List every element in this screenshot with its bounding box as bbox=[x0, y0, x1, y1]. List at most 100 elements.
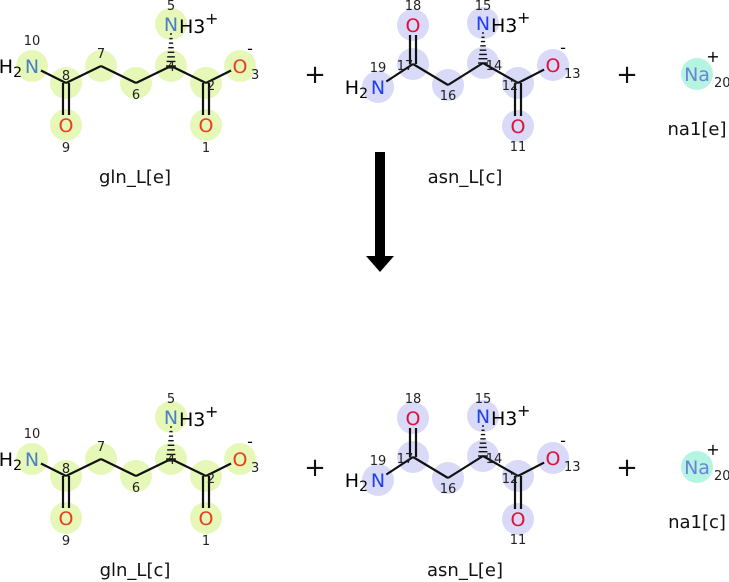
atom-highlight bbox=[502, 110, 534, 142]
plus-sign: + bbox=[304, 60, 326, 90]
single-bond bbox=[65, 65, 102, 84]
atom-N-label: N bbox=[371, 470, 385, 492]
atom-highlight bbox=[397, 402, 429, 434]
atom-number: 2 bbox=[207, 472, 215, 487]
atom-O-label: O bbox=[511, 509, 526, 531]
plus-sign: + bbox=[616, 453, 638, 483]
charge-label: + bbox=[205, 9, 218, 28]
single-bond bbox=[385, 456, 414, 476]
atom-highlight bbox=[467, 7, 499, 39]
atom-N-label: N bbox=[164, 407, 178, 429]
atom-number: 16 bbox=[440, 89, 457, 104]
atom-highlight bbox=[155, 8, 187, 40]
atom-N-label: N bbox=[476, 406, 490, 428]
atom-number: 4 bbox=[167, 60, 175, 75]
charge-label: - bbox=[560, 38, 566, 57]
atom-O-label: O bbox=[59, 508, 74, 530]
single-bond bbox=[205, 462, 232, 477]
atom-suffix: H3 bbox=[179, 16, 205, 38]
atom-number: 1 bbox=[202, 141, 210, 156]
atom-highlight bbox=[50, 109, 82, 141]
atom-number: 11 bbox=[510, 140, 527, 155]
compound-name: gln_L[e] bbox=[99, 167, 171, 188]
atom-number: 5 bbox=[167, 392, 175, 407]
atom-number: 17 bbox=[397, 59, 414, 74]
atom-number: 15 bbox=[475, 392, 492, 407]
atom-highlight bbox=[362, 71, 394, 103]
single-bond bbox=[135, 458, 172, 477]
single-bond bbox=[447, 62, 484, 86]
atom-number: 3 bbox=[251, 461, 259, 476]
single-bond bbox=[170, 65, 207, 84]
compound-name: na1[e] bbox=[667, 119, 726, 140]
atom-O-label: O bbox=[199, 508, 214, 530]
charge-label: - bbox=[247, 39, 253, 58]
single-bond bbox=[135, 65, 172, 84]
charge-label: - bbox=[247, 432, 253, 451]
atom-Na-label: Na bbox=[684, 457, 710, 479]
atom-suffix: H3 bbox=[179, 409, 205, 431]
atom-O-label: O bbox=[406, 408, 421, 430]
atom-O-label: O bbox=[233, 56, 248, 78]
compound-name: gln_L[c] bbox=[100, 560, 171, 581]
atom-number: 18 bbox=[405, 392, 422, 407]
charge-label: - bbox=[560, 431, 566, 450]
single-bond bbox=[65, 458, 102, 477]
compound-name: na1[c] bbox=[668, 512, 726, 533]
atom-number: 17 bbox=[397, 452, 414, 467]
atom-number: 5 bbox=[167, 0, 175, 14]
charge-label: + bbox=[706, 47, 719, 66]
atom-number: 4 bbox=[167, 453, 175, 468]
atom-number: 6 bbox=[132, 481, 140, 496]
product-na: Na+20 na1[c] bbox=[668, 440, 729, 533]
atom-highlight bbox=[502, 503, 534, 535]
atom-number: 18 bbox=[405, 0, 422, 14]
atom-N-label: N bbox=[476, 13, 490, 35]
atom-O-label: O bbox=[546, 448, 561, 470]
atom-number: 12 bbox=[502, 79, 519, 94]
atom-suffix: H3 bbox=[491, 15, 517, 37]
single-bond bbox=[205, 69, 232, 84]
atom-number: 12 bbox=[502, 472, 519, 487]
single-bond bbox=[40, 462, 67, 477]
atom-highlight bbox=[16, 50, 48, 82]
atom-N-label: N bbox=[25, 56, 39, 78]
atom-number: 7 bbox=[97, 47, 105, 62]
atom-highlight bbox=[16, 443, 48, 475]
atom-highlight bbox=[681, 451, 713, 483]
charge-label: + bbox=[205, 402, 218, 421]
atom-O-label: O bbox=[59, 115, 74, 137]
plus-sign: + bbox=[304, 453, 326, 483]
atom-highlight bbox=[537, 49, 569, 81]
charge-label: + bbox=[706, 440, 719, 459]
atom-number: 19 bbox=[370, 454, 387, 469]
charge-label: + bbox=[517, 401, 530, 420]
atom-number: 9 bbox=[62, 141, 70, 156]
atom-highlight bbox=[362, 464, 394, 496]
atom-number: 13 bbox=[564, 460, 581, 475]
atom-highlight bbox=[467, 400, 499, 432]
single-bond bbox=[100, 65, 137, 84]
single-bond bbox=[517, 68, 545, 84]
atom-number: 19 bbox=[370, 61, 387, 76]
atom-number: 9 bbox=[62, 534, 70, 549]
atom-number: 20 bbox=[714, 469, 729, 484]
atom-O-label: O bbox=[199, 115, 214, 137]
atom-suffix: H3 bbox=[491, 408, 517, 430]
atom-highlight bbox=[537, 442, 569, 474]
atom-number: 1 bbox=[202, 534, 210, 549]
atom-number: 11 bbox=[510, 533, 527, 548]
atom-highlight bbox=[681, 58, 713, 90]
atom-number: 8 bbox=[62, 462, 70, 477]
compound-name: asn_L[e] bbox=[427, 560, 503, 581]
atom-O-label: O bbox=[233, 449, 248, 471]
atom-number: 7 bbox=[97, 440, 105, 455]
single-bond bbox=[385, 63, 414, 83]
atom-number: 10 bbox=[24, 34, 41, 49]
single-bond bbox=[447, 455, 484, 479]
